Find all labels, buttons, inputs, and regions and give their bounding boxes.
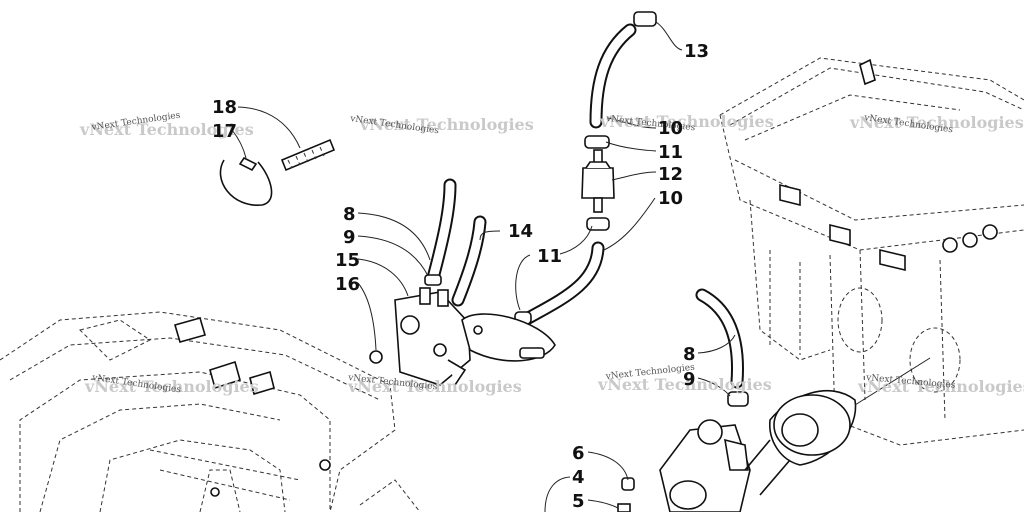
callout-4: 4 — [572, 467, 585, 488]
callout-labels: 13 10 11 12 10 14 11 18 17 8 9 15 16 8 9… — [212, 41, 709, 512]
intake-boot — [744, 357, 931, 496]
callout-17: 17 — [212, 121, 237, 142]
callout-13: 13 — [684, 41, 709, 62]
callout-8: 8 — [343, 204, 356, 225]
hose-clip — [219, 156, 273, 206]
watermark-ghost: vNext Technologies — [359, 115, 534, 134]
callout-9: 9 — [343, 227, 356, 248]
fuel-hoses — [426, 23, 744, 389]
fuel-filter — [581, 149, 615, 213]
callout-11: 11 — [537, 246, 562, 267]
callout-10: 10 — [658, 188, 683, 209]
callout-12: 12 — [658, 164, 683, 185]
callout-18: 18 — [212, 97, 237, 118]
callout-6: 6 — [572, 443, 585, 464]
spring-part — [280, 138, 336, 172]
pump-stud — [519, 347, 545, 359]
watermark-ghost: vNext Technologies — [79, 120, 254, 139]
engine-assembly — [0, 311, 421, 512]
callout-10: 10 — [658, 118, 683, 139]
callout-16: 16 — [335, 274, 360, 295]
watermark-ghost: vNext Technologies — [849, 113, 1024, 132]
watermark-ghost: vNext Technologies — [347, 377, 522, 396]
watermark-ghost: vNext Technologies — [857, 377, 1024, 396]
watermarks: vNext Technologies vNext Technologies vN… — [79, 111, 1024, 396]
hose-clamps — [424, 11, 749, 407]
watermark-ghost: vNext Technologies — [599, 112, 774, 131]
callout-5: 5 — [572, 491, 585, 512]
callout-9: 9 — [683, 369, 696, 390]
callout-15: 15 — [335, 250, 360, 271]
watermark-ghost: vNext Technologies — [84, 377, 259, 396]
callout-11: 11 — [658, 142, 683, 163]
carburetor — [617, 419, 751, 512]
leader-lines — [231, 21, 736, 512]
watermark-ghost: vNext Technologies — [597, 375, 772, 394]
callout-8: 8 — [683, 344, 696, 365]
airbox-assembly — [719, 57, 1024, 446]
fuel-pump — [369, 287, 471, 386]
callout-14: 14 — [508, 221, 533, 242]
